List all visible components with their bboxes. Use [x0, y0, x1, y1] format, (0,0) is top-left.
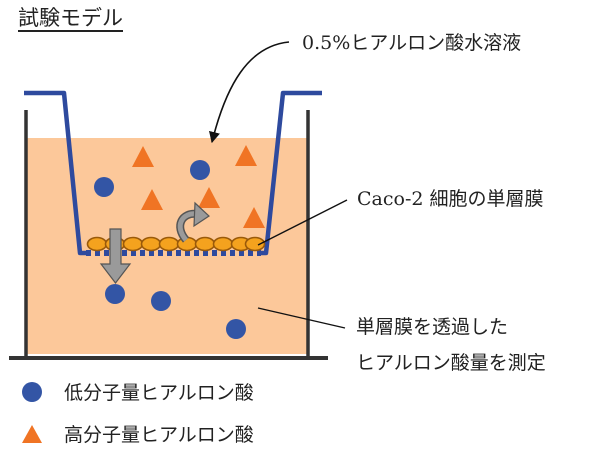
low-mw-hyaluronic-acid: [105, 284, 125, 304]
insert-wall-right: [261, 90, 322, 256]
legend-low-mw-label: 低分子量ヒアルロン酸: [64, 382, 254, 404]
transmitted-label-line1: 単層膜を透過した: [356, 316, 509, 338]
cell: [122, 236, 144, 252]
low-mw-hyaluronic-acid: [151, 291, 171, 311]
insert-wall-left: [24, 90, 86, 256]
return-arrow-head: [193, 201, 210, 228]
transmitted-label-line2: ヒアルロン酸量を測定: [356, 352, 546, 374]
low-mw-hyaluronic-acid: [94, 177, 114, 197]
cell: [158, 236, 180, 252]
leader-transmitted: [257, 307, 346, 329]
cell: [140, 236, 162, 252]
leader-monolayer: [257, 199, 348, 246]
legend-high-mw-label: 高分子量ヒアルロン酸: [64, 424, 254, 446]
leader-solution: [209, 41, 290, 144]
legend-low-mw: 低分子量ヒアルロン酸: [22, 378, 254, 405]
low-mw-hyaluronic-acid: [226, 319, 246, 339]
molecules: [94, 145, 265, 339]
cell: [244, 236, 266, 252]
circle-icon: [22, 381, 42, 402]
cell: [86, 236, 108, 252]
return-arrow-inner: [177, 211, 198, 242]
high-mw-hyaluronic-acid: [198, 187, 220, 208]
high-mw-hyaluronic-acid: [132, 146, 154, 167]
triangle-icon: [22, 424, 42, 443]
high-mw-hyaluronic-acid: [243, 207, 265, 228]
legend-high-mw: 高分子量ヒアルロン酸: [22, 420, 254, 447]
cell: [212, 236, 234, 252]
monolayer-label: Caco-2 細胞の単層膜: [357, 188, 544, 210]
low-mw-hyaluronic-acid: [190, 160, 210, 180]
cell: [176, 236, 198, 252]
cell: [194, 236, 216, 252]
high-mw-hyaluronic-acid: [141, 189, 163, 210]
transport-arrow: [99, 228, 132, 284]
high-mw-hyaluronic-acid: [235, 145, 257, 166]
solution-label: 0.5%ヒアルロン酸水溶液: [302, 32, 522, 54]
diagram-title: 試験モデル: [18, 6, 123, 30]
